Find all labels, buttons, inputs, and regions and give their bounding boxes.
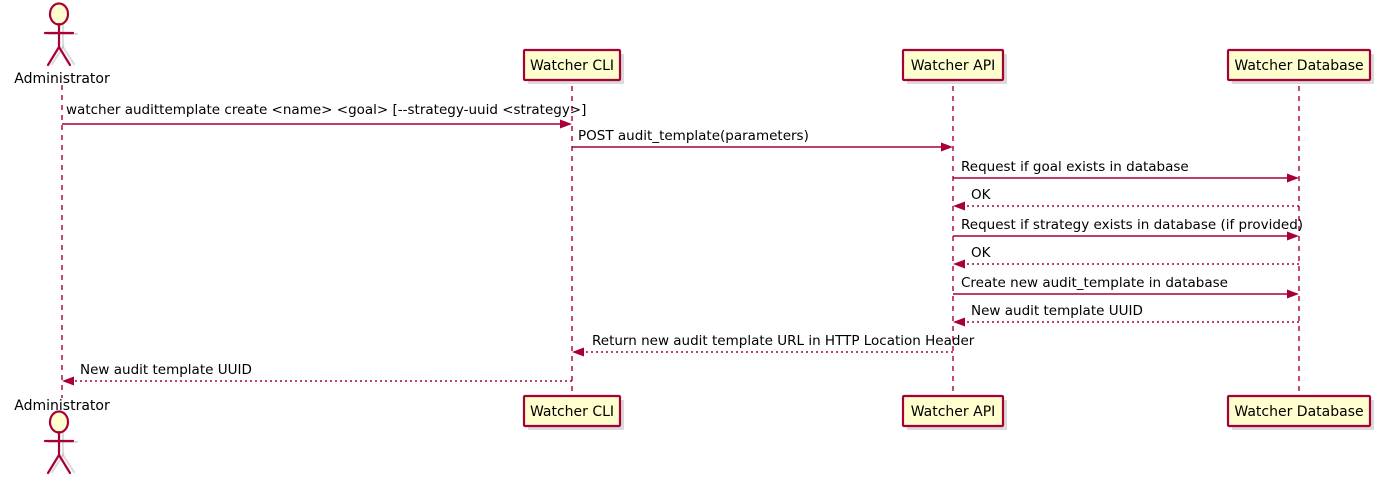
- arrow-head-right-icon: [1287, 173, 1299, 183]
- participant-box-watcher-api-bottom[interactable]: Watcher API: [901, 394, 1007, 430]
- message-label: Request if goal exists in database: [961, 159, 1189, 175]
- participant-box-rect: [1226, 48, 1372, 82]
- actor-administrator-bottom[interactable]: Administrator: [14, 398, 110, 475]
- message-label: OK: [971, 187, 992, 203]
- actor-label-administrator-bottom: Administrator: [14, 398, 110, 414]
- participant-box-watcher-database-top[interactable]: Watcher Database: [1226, 48, 1374, 84]
- participant-box-rect: [1226, 394, 1372, 428]
- participant-label-watcher-api: Watcher API: [911, 58, 996, 74]
- message-label: New audit template UUID: [80, 362, 252, 378]
- arrow-head-left-icon: [62, 376, 74, 386]
- participant-box-rect: [522, 48, 622, 82]
- message-4[interactable]: OK: [953, 187, 1299, 211]
- participant-box-rect: [901, 48, 1005, 82]
- participant-label-watcher-database: Watcher Database: [1234, 58, 1363, 74]
- actor-leg-right-icon: [57, 453, 72, 475]
- participant-box-watcher-database-bottom[interactable]: Watcher Database: [1226, 394, 1374, 430]
- participant-label-watcher-api: Watcher API: [911, 404, 996, 420]
- actor-administrator-top[interactable]: Administrator: [14, 2, 110, 88]
- message-1[interactable]: watcher audittemplate create <name> <goa…: [62, 102, 586, 129]
- message-label: POST audit_template(parameters): [578, 128, 809, 144]
- message-5[interactable]: Request if strategy exists in database (…: [953, 217, 1303, 241]
- arrow-head-right-icon: [1287, 231, 1299, 241]
- actor-leg-left-icon: [46, 453, 61, 475]
- actor-leg-left-icon: [46, 45, 61, 67]
- arrow-head-left-icon: [953, 201, 965, 211]
- message-label: Request if strategy exists in database (…: [961, 217, 1303, 233]
- arrow-head-right-icon: [941, 142, 953, 152]
- participant-label-watcher-database: Watcher Database: [1234, 404, 1363, 420]
- participant-box-watcher-cli-bottom[interactable]: Watcher CLI: [522, 394, 624, 430]
- lifelines-group: [61, 85, 1300, 398]
- message-3[interactable]: Request if goal exists in database: [953, 159, 1299, 183]
- arrow-head-right-icon: [1287, 289, 1299, 299]
- message-7[interactable]: Create new audit_template in database: [953, 275, 1299, 299]
- arrow-head-right-icon: [560, 119, 572, 129]
- actor-head-icon: [48, 2, 70, 26]
- participant-box-watcher-cli-top[interactable]: Watcher CLI: [522, 48, 624, 84]
- message-label: Create new audit_template in database: [961, 275, 1228, 291]
- participant-box-rect: [522, 394, 622, 428]
- message-label: OK: [971, 245, 992, 261]
- message-10[interactable]: New audit template UUID: [62, 362, 572, 386]
- arrow-head-left-icon: [953, 259, 965, 269]
- participant-box-watcher-api-top[interactable]: Watcher API: [901, 48, 1007, 84]
- message-label: Return new audit template URL in HTTP Lo…: [592, 333, 975, 349]
- actor-label-administrator-top: Administrator: [14, 71, 110, 87]
- message-2[interactable]: POST audit_template(parameters): [572, 128, 953, 152]
- actor-leg-right-icon: [57, 45, 72, 67]
- participant-label-watcher-cli: Watcher CLI: [530, 58, 614, 74]
- participant-label-watcher-cli: Watcher CLI: [530, 404, 614, 420]
- actor-head-icon: [48, 410, 70, 434]
- message-label: New audit template UUID: [971, 303, 1143, 319]
- message-9[interactable]: Return new audit template URL in HTTP Lo…: [572, 333, 975, 357]
- message-6[interactable]: OK: [953, 245, 1299, 269]
- participant-box-rect: [901, 394, 1005, 428]
- message-8[interactable]: New audit template UUID: [953, 303, 1299, 327]
- arrow-head-left-icon: [572, 347, 584, 357]
- arrow-head-left-icon: [953, 317, 965, 327]
- message-label: watcher audittemplate create <name> <goa…: [66, 102, 586, 118]
